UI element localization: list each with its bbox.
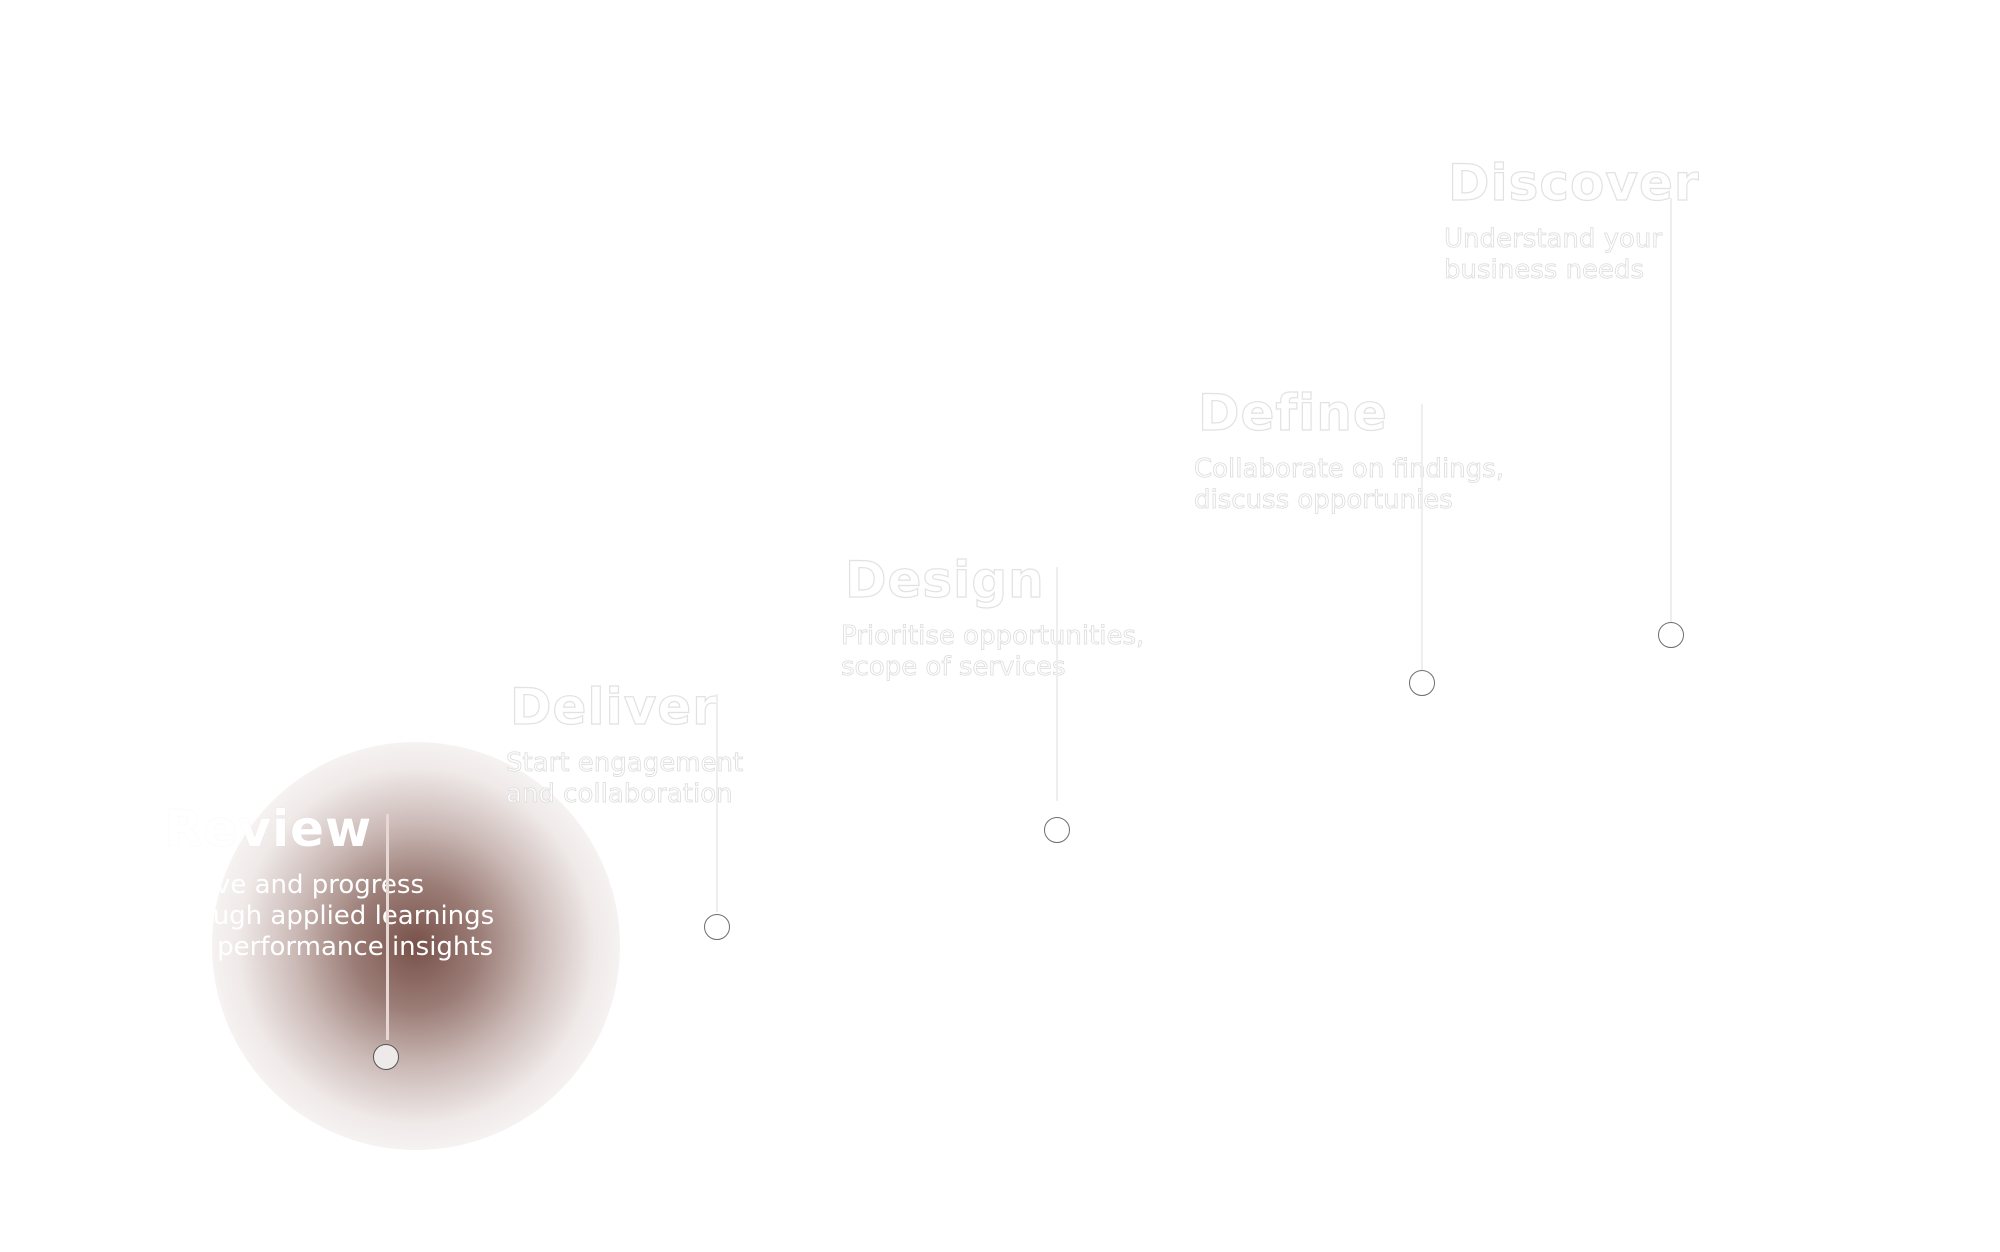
step-node-dot[interactable]: [1658, 622, 1684, 648]
step-description-line: Start engagement: [506, 748, 744, 779]
step-description: Start engagement and collaboration: [506, 748, 744, 810]
step-title: Define: [1197, 384, 1388, 442]
step-description: Evolve and progress through applied lear…: [160, 870, 494, 963]
step-description-line: and performance insights: [160, 932, 494, 962]
step-connector-line: [1670, 198, 1672, 622]
active-step-glow: [212, 742, 620, 1150]
step-node-dot[interactable]: [1409, 670, 1435, 696]
step-description-line: Collaborate on findings,: [1194, 454, 1505, 485]
step-description: Understand your business needs: [1444, 224, 1663, 286]
step-description: Prioritise opportunities, scope of servi…: [841, 621, 1145, 683]
step-node-dot[interactable]: [373, 1044, 399, 1070]
step-description-line: scope of services: [841, 652, 1066, 683]
step-description-line: Evolve and progress: [160, 870, 425, 900]
step-connector-line: [386, 814, 389, 1040]
step-description-line: through applied learnings: [160, 901, 495, 931]
step-description-line: business needs: [1444, 255, 1645, 286]
step-description-line: discuss opportunies: [1194, 485, 1454, 516]
step-title: Discover: [1447, 154, 1700, 212]
step-node-dot[interactable]: [1044, 817, 1070, 843]
step-connector-line: [716, 694, 718, 912]
step-title: Deliver: [509, 678, 718, 736]
step-connector-line: [1421, 404, 1423, 670]
step-description-line: and collaboration: [506, 779, 733, 810]
step-description: Collaborate on findings, discuss opportu…: [1194, 454, 1505, 516]
step-node-dot[interactable]: [704, 914, 730, 940]
step-title: Review: [164, 800, 373, 858]
step-description-line: Understand your: [1444, 224, 1663, 255]
step-title: Design: [844, 551, 1045, 609]
step-description-line: Prioritise opportunities,: [841, 621, 1145, 652]
step-connector-line: [1056, 567, 1058, 801]
